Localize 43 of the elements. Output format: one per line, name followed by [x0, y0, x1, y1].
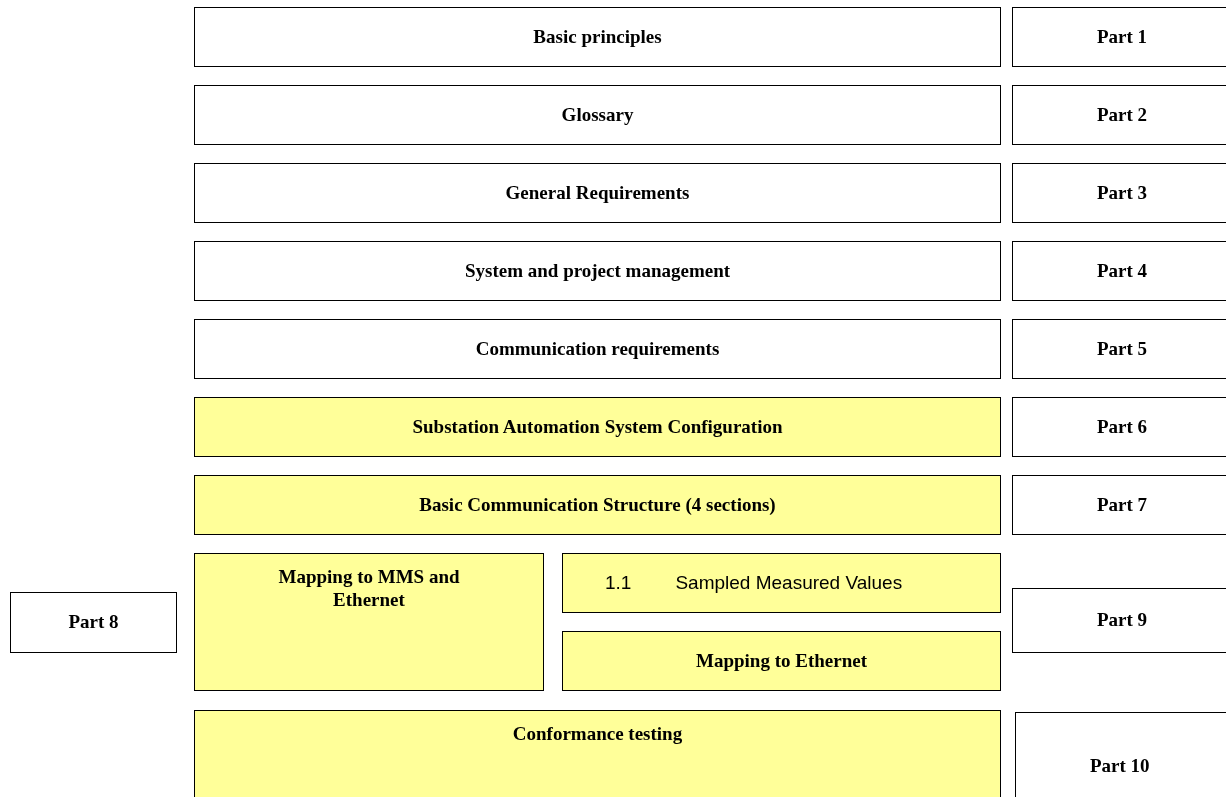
highlighted-box: [562, 553, 1001, 613]
box-label: Part 1: [1096, 25, 1148, 49]
section-number: 1.1: [605, 571, 632, 595]
text-box: [1012, 319, 1226, 379]
box-label: Sampled Measured Values: [675, 571, 903, 595]
box-label: Basic principles: [533, 25, 662, 49]
text-box: [1012, 475, 1226, 535]
text-box: [194, 85, 1001, 145]
text-box: [1012, 241, 1226, 301]
box-label: Part 9: [1096, 609, 1148, 632]
box-label: Part 4: [1096, 259, 1148, 283]
box-label: Part 8: [68, 611, 119, 634]
text-box: [1012, 397, 1226, 457]
text-box: [194, 241, 1001, 301]
box-label: Basic Communication Structure (4 sections): [419, 493, 776, 517]
text-box: [1012, 7, 1226, 67]
text-box: [194, 7, 1001, 67]
box-label: Conformance testing: [512, 723, 683, 746]
box-label: Substation Automation System Configuration: [412, 415, 783, 439]
highlighted-box: [194, 475, 1001, 535]
box-label: Part 3: [1096, 181, 1148, 205]
highlighted-box: [562, 631, 1001, 691]
highlighted-box: [194, 397, 1001, 457]
box-label: Part 6: [1096, 415, 1148, 439]
highlighted-box: [194, 710, 1001, 797]
box-label: General Requirements: [505, 181, 690, 205]
text-box: [1012, 85, 1226, 145]
box-label: Part 10: [1090, 755, 1150, 778]
highlighted-box: [194, 553, 544, 691]
text-box: [1015, 712, 1226, 797]
text-box: [1012, 163, 1226, 223]
box-label: Glossary: [561, 103, 634, 127]
box-label: Mapping to Ethernet: [696, 649, 867, 673]
box-label: System and project management: [464, 259, 731, 283]
box-label: Part 7: [1096, 493, 1148, 517]
box-label: Mapping to MMS and Ethernet: [277, 566, 461, 612]
box-label: Part 2: [1096, 103, 1148, 127]
text-box: [1012, 588, 1226, 653]
text-box: [10, 592, 177, 653]
box-label: Part 5: [1096, 337, 1148, 361]
text-box: [194, 163, 1001, 223]
text-box: [194, 319, 1001, 379]
box-label: Communication requirements: [475, 337, 720, 361]
